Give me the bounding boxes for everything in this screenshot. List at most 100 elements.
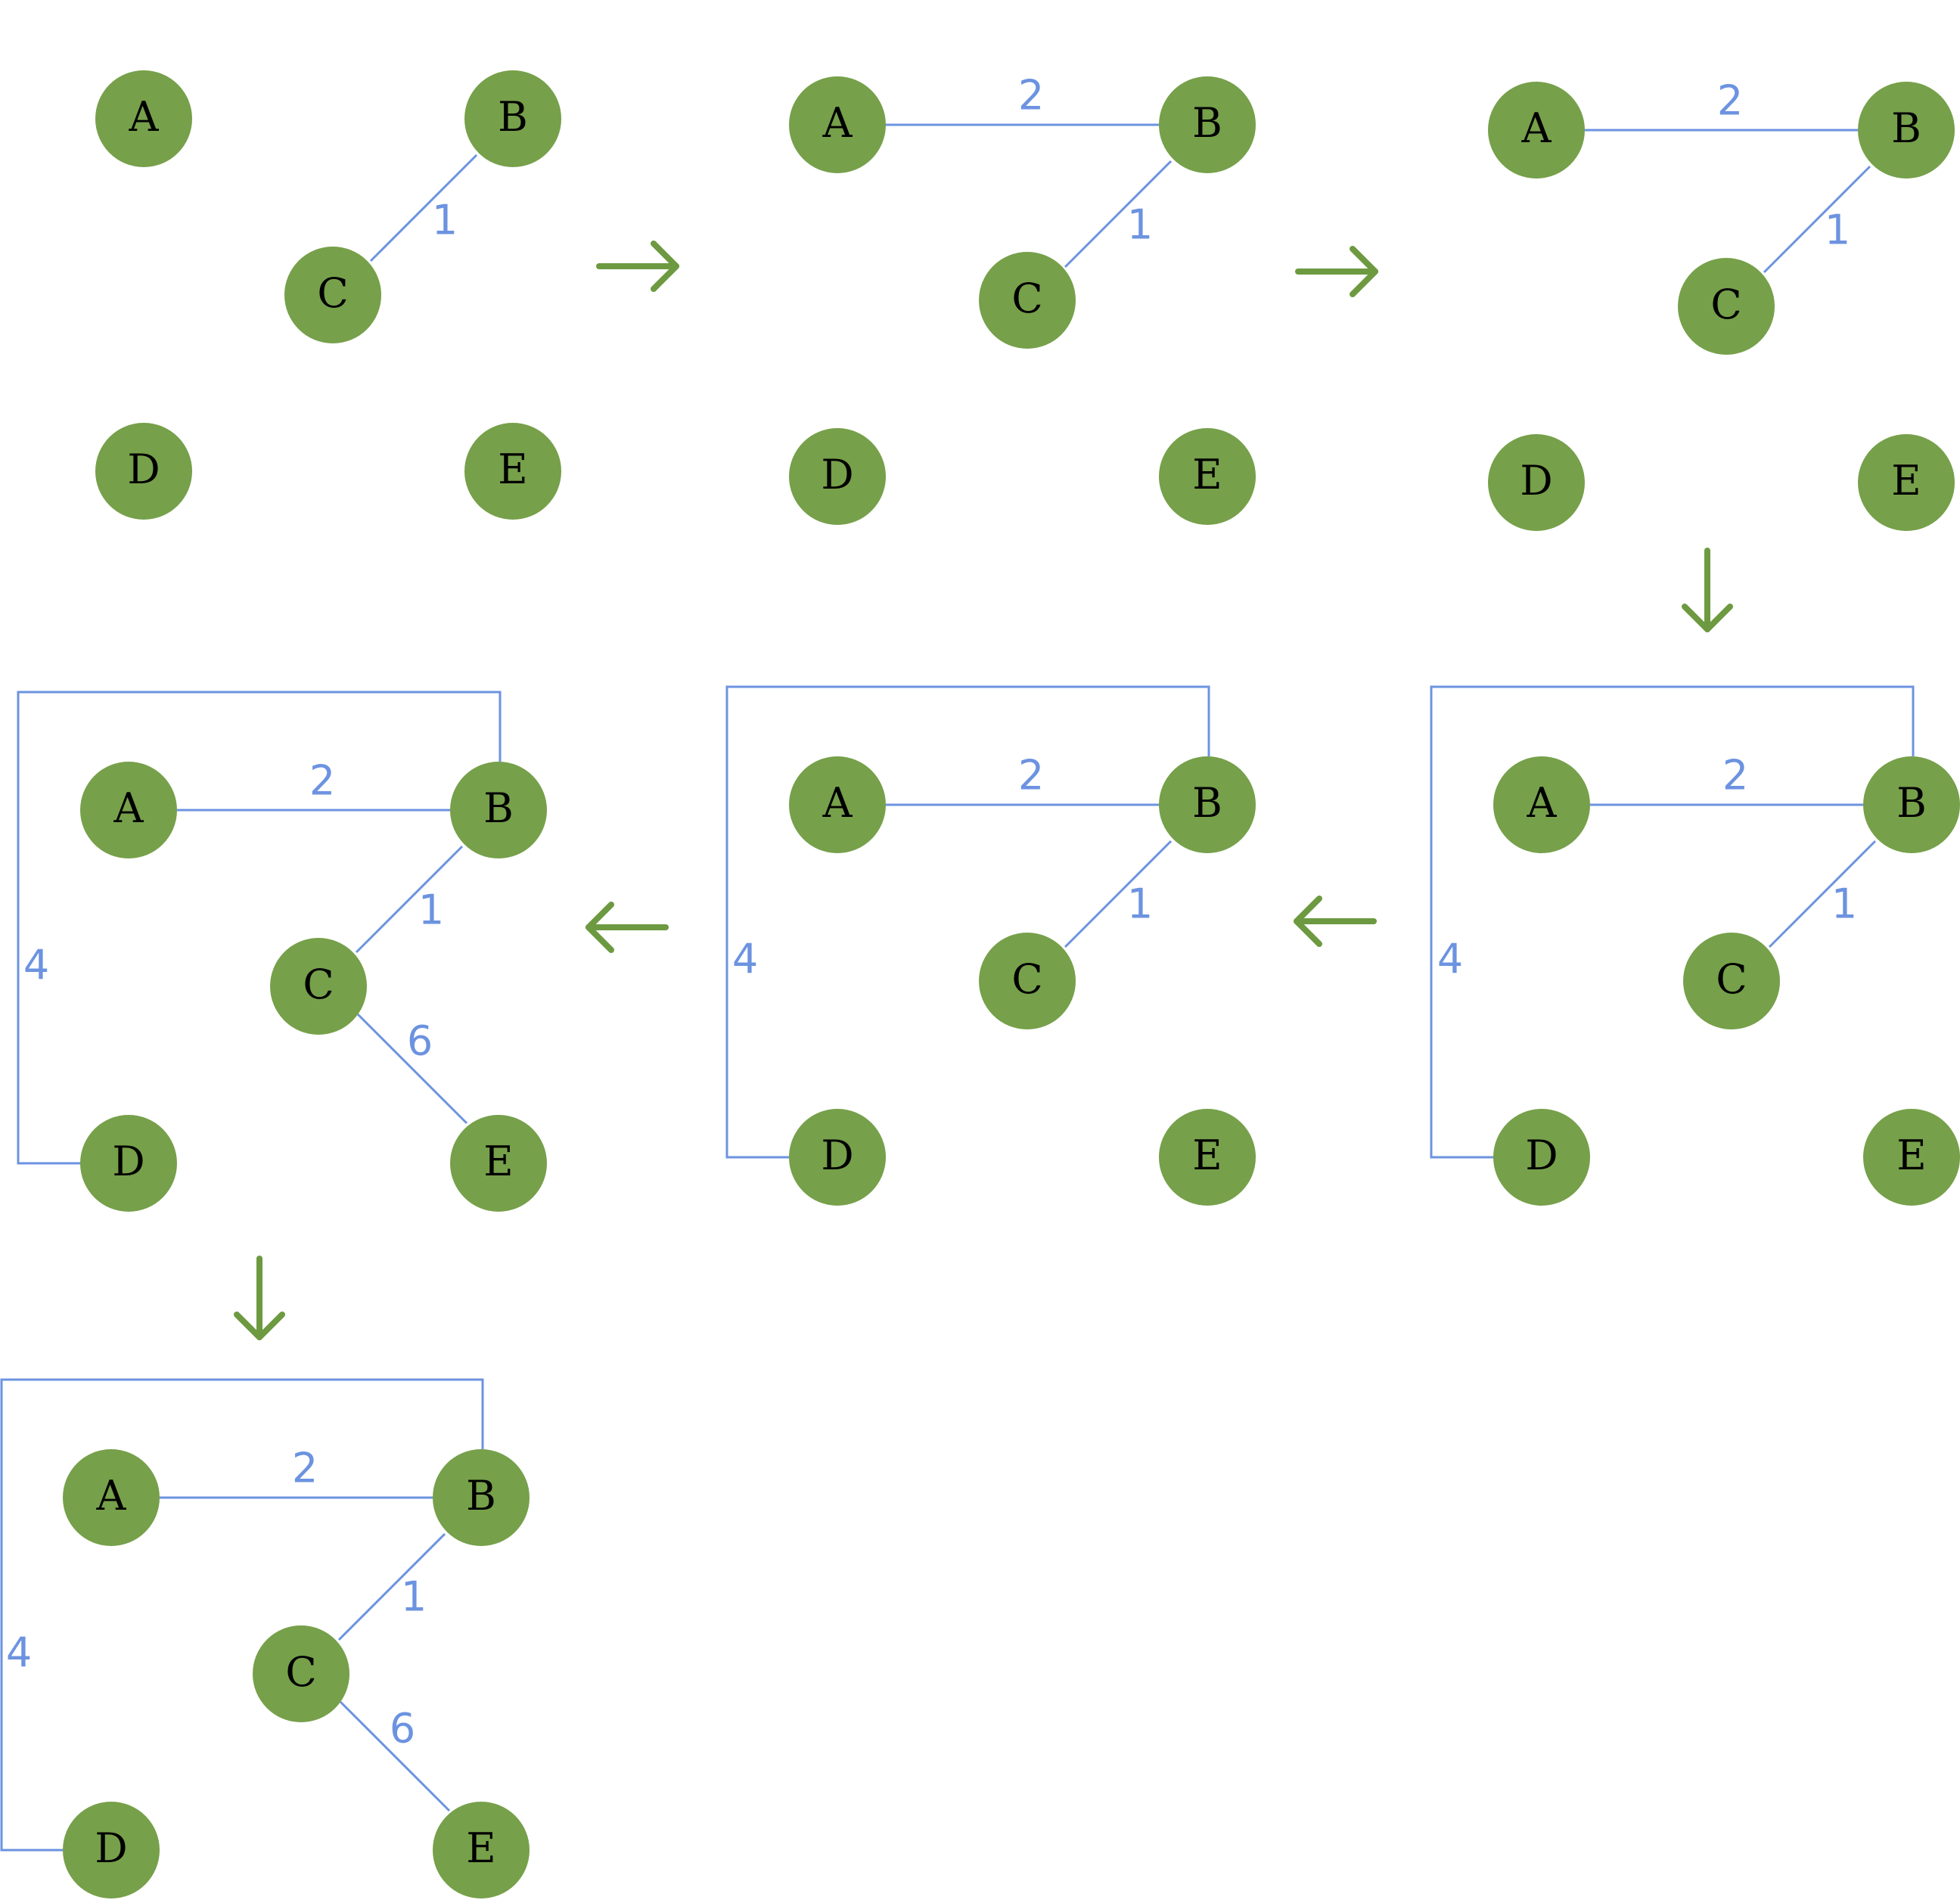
node-label: B bbox=[1192, 99, 1222, 147]
node-e bbox=[1159, 1109, 1256, 1206]
node-label: C bbox=[1716, 955, 1747, 1003]
edge-b-c bbox=[355, 845, 464, 954]
edge-b-d bbox=[725, 685, 1210, 1159]
node-label: C bbox=[1710, 281, 1741, 328]
node-label: C bbox=[317, 269, 348, 317]
node-a bbox=[1493, 756, 1590, 853]
arrow-right-icon bbox=[1295, 246, 1378, 297]
node-d bbox=[789, 1109, 886, 1206]
node-d bbox=[95, 423, 192, 520]
node-label: A bbox=[1521, 104, 1552, 152]
step-2-edges: 21 bbox=[886, 72, 1173, 269]
node-e bbox=[433, 1802, 530, 1898]
node-a bbox=[1488, 82, 1585, 179]
edge-b-d bbox=[1430, 685, 1915, 1159]
node-d bbox=[1493, 1109, 1590, 1206]
edge-weight-label: 1 bbox=[1825, 206, 1850, 254]
edge-b-d bbox=[0, 1378, 484, 1852]
node-label: A bbox=[96, 1472, 127, 1520]
edge-b-c bbox=[1763, 165, 1871, 274]
node-a bbox=[789, 76, 886, 173]
node-b bbox=[433, 1449, 530, 1546]
node-label: E bbox=[1192, 1132, 1222, 1179]
node-label: A bbox=[1527, 779, 1558, 827]
node-label: E bbox=[483, 1138, 513, 1185]
edge-b-c bbox=[369, 154, 478, 262]
edge-weight-label: 4 bbox=[6, 1629, 32, 1677]
node-c bbox=[270, 938, 367, 1035]
node-label: A bbox=[129, 93, 160, 141]
edge-weight-label: 2 bbox=[1018, 72, 1044, 120]
node-label: D bbox=[821, 1132, 853, 1179]
edge-weight-label: 1 bbox=[1127, 880, 1153, 928]
arrows-layer bbox=[234, 241, 1733, 1340]
node-c bbox=[284, 247, 381, 343]
node-b bbox=[1159, 756, 1256, 853]
edge-weight-label: 2 bbox=[1018, 752, 1044, 799]
node-label: E bbox=[1891, 457, 1921, 504]
node-a bbox=[95, 70, 192, 167]
edge-weight-label: 6 bbox=[390, 1705, 415, 1753]
arrow-left-icon bbox=[586, 902, 669, 953]
node-label: E bbox=[1896, 1132, 1926, 1179]
node-b bbox=[1159, 76, 1256, 173]
edge-weight-label: 1 bbox=[418, 886, 444, 934]
node-e bbox=[1858, 434, 1955, 531]
step-6-edges: 2 1 4 6 bbox=[17, 691, 502, 1165]
node-d bbox=[63, 1802, 160, 1898]
node-label: E bbox=[498, 446, 527, 493]
edge-weight-label: 1 bbox=[432, 197, 458, 244]
edge-weight-label: 4 bbox=[23, 942, 49, 989]
step-5-nodes: A B C D E bbox=[789, 756, 1256, 1206]
node-e bbox=[1159, 428, 1256, 525]
node-c bbox=[1683, 933, 1780, 1029]
node-a bbox=[80, 762, 177, 858]
node-d bbox=[80, 1115, 177, 1212]
node-a bbox=[63, 1449, 160, 1546]
node-b bbox=[464, 70, 561, 167]
edge-b-c bbox=[337, 1532, 446, 1641]
edge-weight-label: 1 bbox=[1831, 880, 1857, 928]
node-label: A bbox=[113, 784, 144, 832]
edge-c-e bbox=[339, 1700, 451, 1812]
edge-weight-label: 1 bbox=[1127, 201, 1153, 249]
node-label: C bbox=[1011, 955, 1042, 1003]
node-label: C bbox=[285, 1648, 316, 1696]
node-e bbox=[464, 423, 561, 520]
node-d bbox=[789, 428, 886, 525]
edge-weight-label: 2 bbox=[309, 757, 335, 805]
node-label: A bbox=[822, 779, 853, 827]
arrow-left-icon bbox=[1294, 896, 1377, 947]
arrow-down-icon bbox=[1682, 548, 1733, 632]
node-b bbox=[450, 762, 547, 858]
node-label: D bbox=[1520, 457, 1552, 504]
node-c bbox=[979, 252, 1076, 349]
step-5-edges: 214 bbox=[725, 685, 1210, 1159]
step-4-edges: 214 bbox=[1430, 685, 1915, 1159]
edge-weight-label: 2 bbox=[1717, 77, 1743, 125]
node-label: D bbox=[95, 1824, 127, 1872]
node-label: B bbox=[498, 93, 528, 141]
edge-c-e bbox=[356, 1013, 468, 1125]
step-3-edges: 21 bbox=[1585, 77, 1871, 274]
node-b bbox=[1863, 756, 1960, 853]
arrow-right-icon bbox=[596, 241, 679, 292]
node-label: B bbox=[1896, 779, 1927, 827]
node-label: A bbox=[822, 99, 853, 147]
edge-weight-label: 6 bbox=[407, 1017, 433, 1065]
node-label: C bbox=[1011, 275, 1042, 322]
node-c bbox=[253, 1625, 349, 1722]
node-label: C bbox=[303, 961, 334, 1008]
edge-weight-label: 4 bbox=[1437, 936, 1463, 983]
node-label: B bbox=[1192, 779, 1222, 827]
node-label: E bbox=[1192, 451, 1222, 498]
node-d bbox=[1488, 434, 1585, 531]
edge-b-d bbox=[17, 691, 502, 1165]
